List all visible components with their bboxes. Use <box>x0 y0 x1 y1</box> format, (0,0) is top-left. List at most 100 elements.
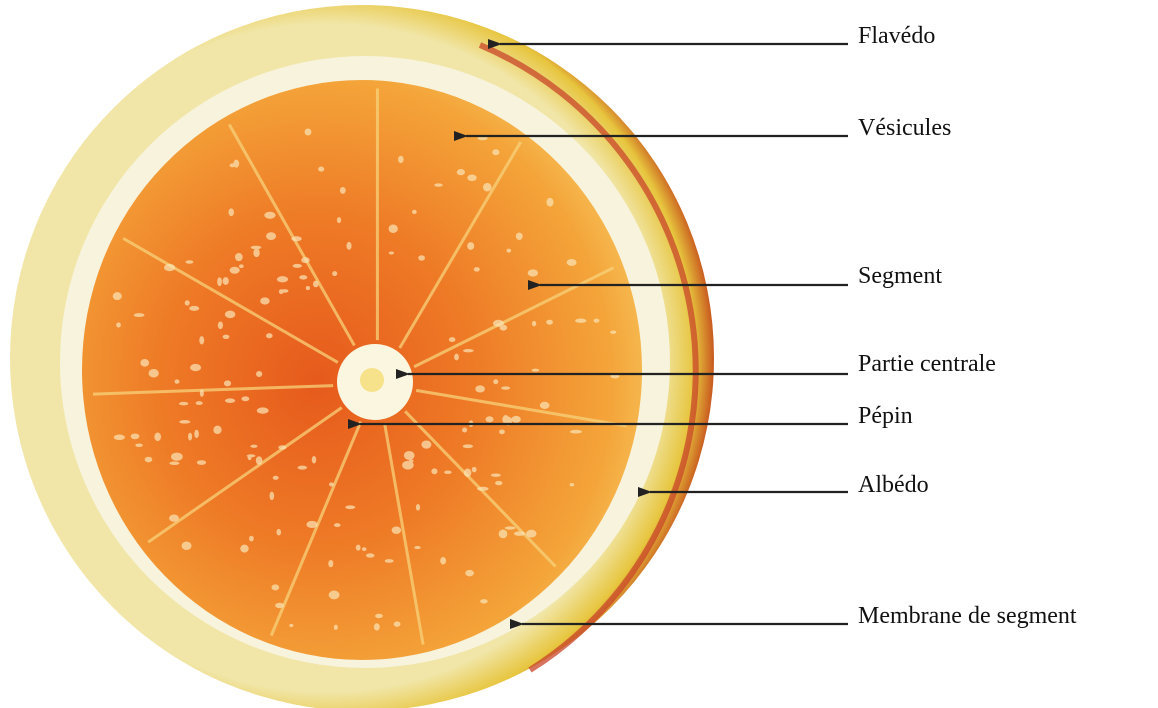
vesicle-speckle <box>414 546 421 549</box>
vesicle-speckle <box>250 445 257 448</box>
vesicle-speckle <box>356 545 361 551</box>
vesicle-speckle <box>449 337 456 342</box>
label-membrane-segment: Membrane de segment <box>858 604 1077 628</box>
vesicle-speckle <box>313 281 319 288</box>
vesicle-speckle <box>610 331 616 334</box>
vesicle-speckle <box>464 469 471 477</box>
vesicle-speckle <box>486 416 494 422</box>
vesicle-speckle <box>463 349 474 352</box>
vesicle-speckle <box>532 321 536 326</box>
vesicle-speckle <box>334 523 341 527</box>
vesicle-speckle <box>394 621 401 626</box>
vesicle-speckle <box>197 460 206 465</box>
vesicle-speckle <box>241 396 249 401</box>
vesicle-speckle <box>266 232 276 240</box>
vesicle-speckle <box>499 529 508 538</box>
label-vesicules: Vésicules <box>858 116 951 140</box>
label-albedo: Albédo <box>858 473 929 497</box>
vesicle-speckle <box>251 246 262 250</box>
vesicle-speckle <box>404 451 415 460</box>
vesicle-speckle <box>472 467 477 472</box>
vesicle-speckle <box>567 259 577 266</box>
vesicle-speckle <box>256 371 262 377</box>
vesicle-speckle <box>416 504 420 511</box>
vesicle-speckle <box>200 389 204 397</box>
vesicle-speckle <box>337 217 341 223</box>
vesicle-speckle <box>570 483 575 486</box>
vesicle-speckle <box>257 407 269 413</box>
vesicle-speckle <box>345 505 355 509</box>
vesicle-speckle <box>169 462 179 466</box>
vesicle-speckle <box>480 599 488 603</box>
vesicle-speckle <box>366 553 375 557</box>
label-flavedo: Flavédo <box>858 24 935 48</box>
vesicle-speckle <box>135 443 143 447</box>
vesicle-speckle <box>511 416 520 423</box>
vesicle-speckle <box>199 336 204 344</box>
vesicle-speckle <box>273 476 279 480</box>
vesicle-speckle <box>190 364 201 371</box>
vesicle-speckle <box>185 300 190 305</box>
vesicle-speckle <box>462 428 467 433</box>
vesicle-speckle <box>491 474 501 477</box>
vesicle-speckle <box>457 169 465 175</box>
vesicle-speckle <box>239 264 244 268</box>
vesicle-speckle <box>213 426 221 434</box>
vesicle-speckle <box>223 335 230 339</box>
vesicle-speckle <box>346 242 351 250</box>
vesicle-speckle <box>149 369 159 377</box>
vesicle-speckle <box>505 526 516 529</box>
vesicle-speckle <box>340 187 346 194</box>
vesicle-speckle <box>532 369 540 372</box>
vesicle-speckle <box>328 560 333 567</box>
vesicle-speckle <box>332 271 337 276</box>
vesicle-speckle <box>392 526 401 533</box>
vesicle-speckle <box>131 433 140 439</box>
vesicle-speckle <box>495 481 502 485</box>
vesicle-speckle <box>502 415 509 424</box>
vesicle-speckle <box>218 321 223 329</box>
vesicle-speckle <box>575 319 586 323</box>
vesicle-speckle <box>271 584 279 590</box>
vesicle-speckle <box>182 541 192 550</box>
vesicle-speckle <box>506 249 511 253</box>
vesicle-speckle <box>225 398 235 403</box>
label-pepin: Pépin <box>858 404 913 428</box>
vesicle-speckle <box>291 236 301 241</box>
vesicle-speckle <box>175 379 180 383</box>
vesicle-speckle <box>334 625 338 630</box>
vesicle-speckle <box>278 445 286 449</box>
vesicle-speckle <box>276 529 281 536</box>
vesicle-speckle <box>389 225 398 234</box>
vesicle-speckle <box>249 536 254 542</box>
vesicle-speckle <box>421 440 431 448</box>
vesicle-speckle <box>301 257 309 263</box>
vesicle-speckle <box>467 242 474 250</box>
vesicle-speckle <box>398 156 404 163</box>
vesicle-speckle <box>389 251 394 254</box>
vesicle-speckle <box>540 402 550 409</box>
vesicle-speckle <box>260 297 269 304</box>
vesicle-speckle <box>253 248 259 257</box>
vesicle-speckle <box>444 471 452 475</box>
vesicle-speckle <box>289 624 293 627</box>
vesicle-speckle <box>225 311 235 319</box>
vesicle-speckle <box>528 269 538 276</box>
vesicle-speckle <box>230 163 236 167</box>
vesicle-speckle <box>385 559 394 563</box>
vesicle-speckle <box>594 319 600 323</box>
vesicle-speckle <box>298 466 307 470</box>
vesicle-speckle <box>114 435 125 440</box>
vesicle-speckle <box>493 379 498 384</box>
vesicle-speckle <box>247 454 256 457</box>
vesicle-speckle <box>312 456 316 463</box>
vesicle-speckle <box>318 166 324 171</box>
vesicle-speckle <box>169 515 179 522</box>
vesicle-speckle <box>463 444 473 448</box>
vesicle-speckle <box>362 547 367 551</box>
vesicle-speckle <box>279 289 284 294</box>
vesicle-speckle <box>499 429 505 434</box>
vesicle-speckle <box>270 492 275 501</box>
vesicle-speckle <box>196 401 203 405</box>
vesicle-speckle <box>154 432 161 441</box>
